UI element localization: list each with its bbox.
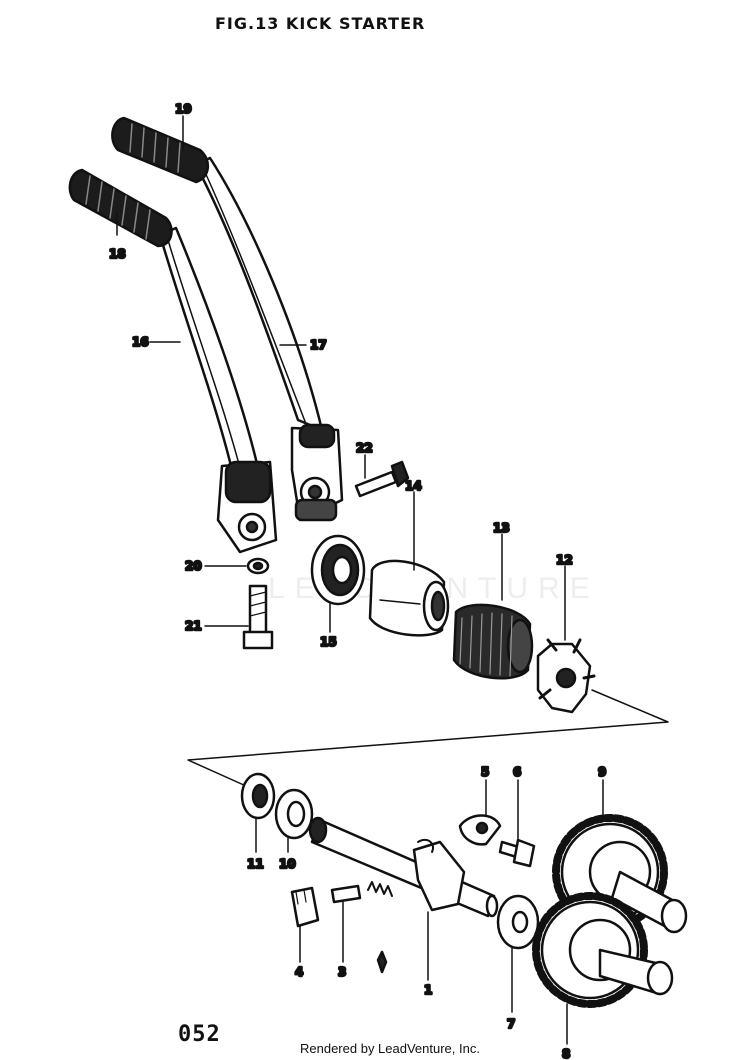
bolt-21 (242, 584, 274, 650)
callout-12: 12 (556, 553, 573, 567)
render-credit: Rendered by LeadVenture, Inc. (300, 1041, 480, 1056)
callout-16: 16 (132, 335, 149, 349)
oil-seal-15 (310, 534, 366, 606)
footrest-rubber-19 (111, 116, 209, 184)
callout-1: 1 (424, 983, 432, 997)
callout-3: 3 (338, 965, 346, 979)
kick-starter-shaft-1 (308, 816, 499, 918)
plunger-4 (290, 886, 320, 928)
kick-lever-17 (194, 156, 344, 522)
callout-8: 8 (562, 1047, 570, 1060)
callout-5: 5 (481, 765, 489, 779)
callout-14: 14 (405, 479, 422, 493)
bolt-22 (354, 460, 410, 498)
ratchet-pawl-5 (458, 814, 502, 846)
callout-20: 20 (185, 559, 202, 573)
washer-7 (496, 894, 540, 950)
assembly-line (187, 689, 669, 787)
leader-lines (116, 115, 604, 1045)
pin-3 (330, 884, 362, 904)
callout-11: 11 (247, 857, 264, 871)
kick-lever-16 (158, 226, 278, 554)
callout-17: 17 (310, 338, 327, 352)
callout-19: 19 (175, 102, 192, 116)
footrest-rubber-18 (68, 168, 173, 248)
callout-13: 13 (493, 521, 510, 535)
callout-18: 18 (109, 247, 126, 261)
figure-title: FIG.13 KICK STARTER (215, 14, 426, 33)
bolt-6 (498, 838, 536, 868)
callout-9: 9 (598, 765, 606, 779)
kick-guide-14 (368, 559, 450, 637)
callout-22: 22 (356, 441, 373, 455)
washer-11 (240, 772, 276, 820)
callout-7: 7 (507, 1017, 515, 1031)
callout-21: 21 (185, 619, 202, 633)
spring-2 (367, 881, 393, 974)
washer-10 (274, 788, 314, 840)
kick-spring-13 (452, 603, 534, 680)
callout-10: 10 (279, 857, 296, 871)
washer-20 (246, 557, 270, 575)
callout-15: 15 (320, 635, 337, 649)
kick-gear-8 (532, 892, 674, 1008)
stopper-12 (536, 638, 596, 714)
callout-6: 6 (513, 765, 521, 779)
callout-4: 4 (295, 965, 303, 979)
page-number: 052 (178, 1022, 221, 1047)
